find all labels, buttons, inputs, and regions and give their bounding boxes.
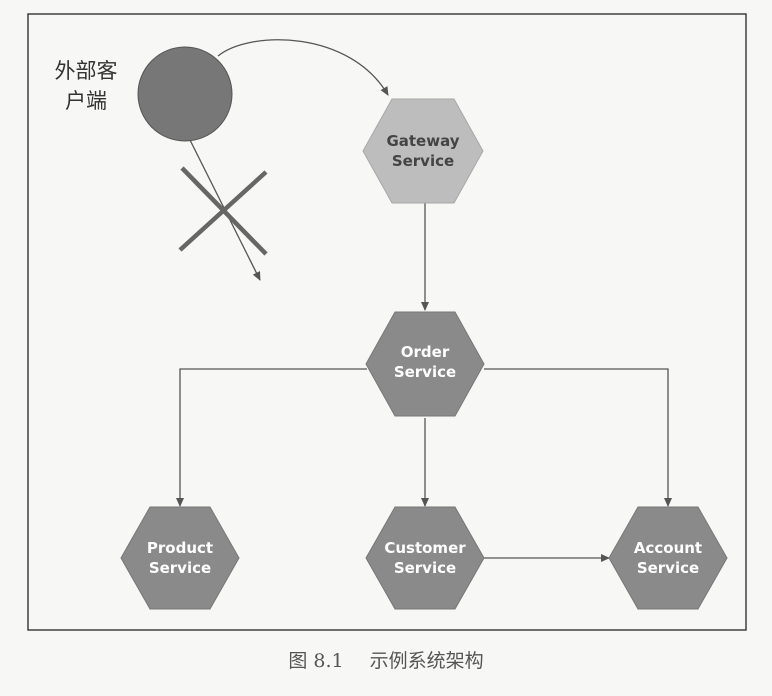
client-label-line1: 外部客 [54,59,118,83]
product-service-node: Product Service [120,506,240,610]
gateway-label-line2: Service [392,152,454,170]
account-label-line2: Service [637,559,699,577]
external-client-node [137,46,233,142]
product-label-line1: Product [147,539,213,557]
client-label-line2: 户端 [65,89,107,113]
figure-title: 示例系统架构 [369,650,484,672]
customer-label-line1: Customer [384,539,466,557]
figure-caption: 图 8.1 示例系统架构 [0,646,772,673]
gateway-label-line1: Gateway [386,132,459,150]
figure-number: 图 8.1 [288,650,344,672]
product-label-line2: Service [149,559,211,577]
account-service-node: Account Service [608,506,728,610]
gateway-service-node: Gateway Service [362,98,484,204]
customer-service-node: Customer Service [365,506,485,610]
account-label-line1: Account [634,539,702,557]
blocked-x-mark [178,166,268,256]
edge-order-to-account [484,368,672,507]
edge-client-to-gateway [217,39,389,96]
order-label-line1: Order [401,343,450,361]
customer-label-line2: Service [394,559,456,577]
edge-order-to-product [176,368,367,507]
order-label-line2: Service [394,363,456,381]
external-client-label: 外部客 户端 [36,56,136,116]
order-service-node: Order Service [365,311,485,417]
